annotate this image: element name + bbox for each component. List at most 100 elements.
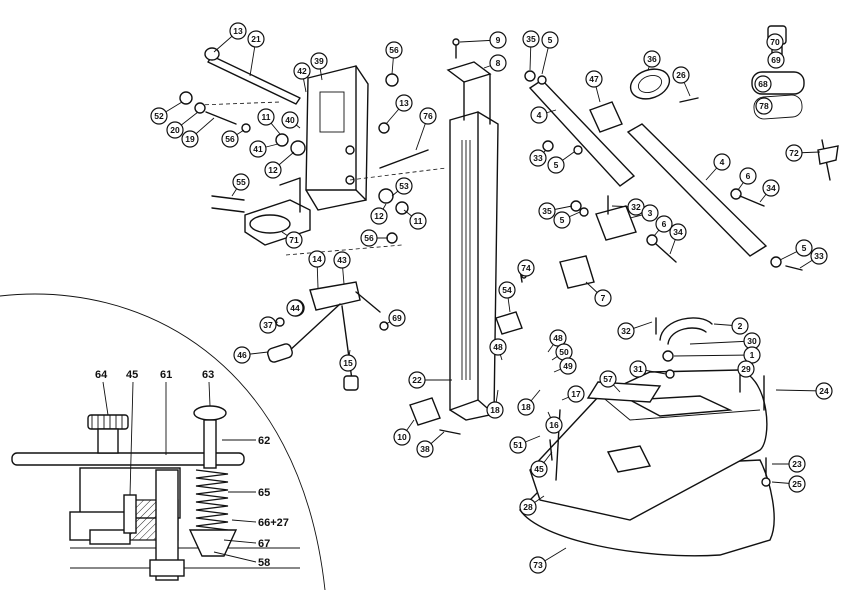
callout-38: 38 [416,431,445,458]
callout-bubble [247,30,265,48]
callout-78: 78 [755,97,773,115]
label-45: 45 [126,369,138,381]
callout-68: 68 [754,75,772,93]
callout-11: 11 [403,209,427,230]
callout-number: 12 [268,165,278,175]
callout-number: 52 [154,111,164,121]
pin-45b [549,439,553,461]
callout-29: 29 [737,360,755,378]
callout-35: 35 [538,202,573,220]
screw-19 [205,111,237,125]
callout-32: 32 [617,321,653,340]
callout-34: 34 [669,223,687,255]
callout-35: 35 [522,30,540,71]
callout-bubble [181,130,199,148]
label-62: 62 [258,435,270,447]
callout-17: 17 [561,385,585,403]
callout-number: 56 [225,134,235,144]
pin-26 [679,97,699,103]
callout-bubble [737,360,755,378]
callout-number: 72 [789,148,799,158]
callout-33: 33 [799,247,828,269]
callout-bubble [522,30,540,48]
callout-31: 31 [629,360,667,378]
callout-number: 34 [673,227,683,237]
callout-30: 30 [689,332,761,350]
callout-number: 56 [364,233,374,243]
callout-4: 4 [530,106,557,124]
detail-inset [0,293,326,591]
callout-bubble [393,428,411,446]
callout-number: 53 [399,181,409,191]
washer-5b [573,145,583,155]
callout-39: 39 [310,52,328,81]
callout-bubble [762,179,780,197]
callout-22: 22 [408,371,452,389]
detail-labels: 64 45 61 63 62 65 66+27 67 58 [95,369,289,569]
callout-bubble [713,153,731,171]
callout-bubble [308,250,326,268]
callout-72: 72 [785,144,821,162]
callout-bubble [486,401,504,419]
handle-assembly [267,281,389,391]
callout-57: 57 [599,370,621,393]
callout-number: 35 [542,206,552,216]
callout-number: 38 [420,444,430,454]
callout-number: 4 [720,157,725,167]
callout-number: 46 [237,350,247,360]
callout-number: 11 [414,216,423,226]
callout-leader [689,340,753,345]
label-61: 61 [160,369,172,381]
nut-11a [275,133,289,147]
arm-4a [528,79,636,187]
detail-bolt-center [155,469,179,581]
callout-number: 54 [502,285,512,295]
callout-69: 69 [385,309,406,327]
callout-bubble [517,259,535,277]
callout-bubble [785,144,803,162]
callout-18: 18 [517,389,541,416]
callout-number: 45 [534,464,544,474]
hub-14 [309,281,361,311]
callout-bubble [567,385,585,403]
callout-bubble [416,440,434,458]
callout-36: 36 [643,50,661,71]
label-63: 63 [202,369,214,381]
callout-number: 71 [289,235,299,245]
callout-number: 37 [263,320,273,330]
callout-number: 30 [747,336,757,346]
callout-bubble [559,357,577,375]
callout-50: 50 [551,343,573,361]
callout-number: 5 [802,243,807,253]
callout-bubble [370,207,388,225]
callout-74: 74 [517,259,535,277]
callout-bubble [310,52,328,70]
callout-11: 11 [257,108,281,135]
callout-bubble [538,202,556,220]
callout-bubble [388,309,406,327]
nut-25 [761,477,771,487]
washer-6b [646,234,658,246]
carriage-assembly [179,47,447,256]
callout-6: 6 [737,167,757,191]
callout-number: 50 [559,347,569,357]
callout-bubble [166,121,184,139]
callout-53: 53 [391,177,413,197]
callout-bubble [229,22,247,40]
callout-bubble [545,416,563,434]
pinion-12b [378,188,394,204]
spring-1 [662,350,674,362]
callout-number: 34 [766,183,776,193]
callout-number: 20 [170,125,180,135]
callout-7: 7 [585,281,612,307]
plug-56a [385,73,399,87]
callout-number: 48 [493,342,503,352]
washer-5c [579,207,589,217]
callout-number: 5 [554,160,559,170]
pinion-12a [290,140,306,156]
callout-bubble [788,455,806,473]
callout-bubble [795,239,813,257]
label-64: 64 [95,369,108,381]
callout-bubble [739,167,757,185]
